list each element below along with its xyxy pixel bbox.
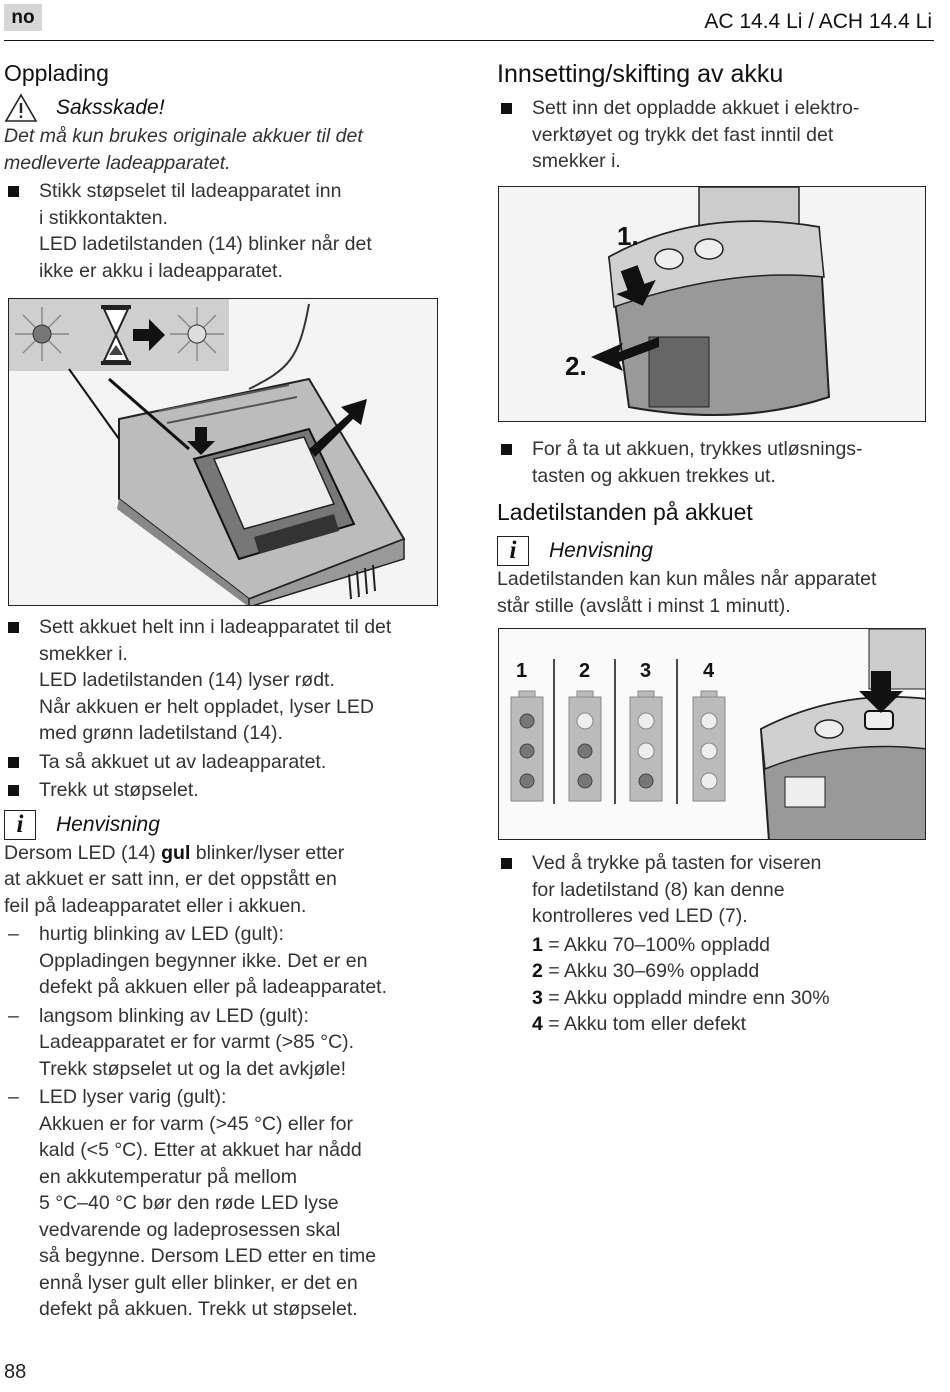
- warning-heading: Saksskade!: [4, 93, 444, 123]
- level-item: 4 = Akku tom eller defekt: [532, 1013, 747, 1035]
- warning-label: Saksskade!: [56, 96, 165, 119]
- level-item: 2 = Akku 30–69% oppladd: [532, 960, 760, 982]
- list-item: For å ta ut akkuen, trykkes utløsnings-t…: [497, 436, 937, 489]
- hourglass-icon: [101, 305, 131, 365]
- level-item: 1 = Akku 70–100% oppladd: [532, 933, 771, 956]
- page-number: 88: [4, 1361, 27, 1383]
- battery-state-section: For å ta ut akkuen, trykkes utløsnings-t…: [497, 436, 937, 619]
- language-badge: no: [4, 4, 42, 31]
- charging-steps: Sett akkuet helt inn i ladeapparatet til…: [4, 614, 444, 1323]
- warning-text: Det må kun brukes originale akkuer til d…: [4, 125, 363, 174]
- section-title-charging: Opplading: [4, 60, 109, 86]
- level-label-3: 3: [640, 660, 651, 682]
- level-label-2: 2: [579, 660, 590, 682]
- battery-insertion-illustration: 1. 2.: [498, 186, 926, 422]
- charger-illustration: [8, 298, 438, 606]
- charge-level-illustration: 1 2 3 4: [498, 628, 926, 840]
- note-label: Henvisning: [56, 812, 160, 836]
- led-lit-icon: [170, 307, 224, 361]
- note-text: Dersom LED (14) gul blinker/lyser etter …: [4, 841, 345, 917]
- step-1-label: 1.: [617, 221, 639, 251]
- note-label: Henvisning: [549, 539, 653, 562]
- header-rule: [4, 40, 934, 41]
- level-label-1: 1: [516, 660, 527, 682]
- list-item: Trekk ut støpselet.: [4, 777, 444, 804]
- section-title-state: Ladetilstanden på akkuet: [497, 499, 753, 525]
- note-heading: i Henvisning: [4, 809, 444, 840]
- note-text: Ladetilstanden kan kun måles når apparat…: [497, 568, 877, 617]
- step-2-label: 2.: [565, 351, 587, 381]
- section-title-insert: Innsetting/skifting av akku: [497, 60, 784, 88]
- model-name: AC 14.4 Li / ACH 14.4 Li: [704, 10, 932, 33]
- warning-triangle-icon: [4, 93, 38, 122]
- dash-item: hurtig blinking av LED (gult):Oppladinge…: [4, 921, 444, 1001]
- info-icon: i: [497, 536, 529, 566]
- level-item: 3 = Akku oppladd mindre enn 30%: [532, 986, 830, 1009]
- charging-section: Opplading Saksskade! Det må kun brukes o…: [4, 60, 444, 284]
- list-item: Sett akkuet helt inn i ladeapparatet til…: [4, 614, 444, 747]
- level-label-4: 4: [703, 660, 715, 682]
- dash-item: langsom blinking av LED (gult):Ladeappar…: [4, 1003, 444, 1083]
- note-heading: i Henvisning: [497, 536, 937, 566]
- info-icon: i: [4, 809, 36, 840]
- list-item: Ta så akkuet ut av ladeapparatet.: [4, 749, 444, 776]
- led-blinking-icon: [15, 307, 69, 361]
- dash-item: LED lyser varig (gult):Akkuen er for var…: [4, 1084, 444, 1323]
- battery-insert-section: Innsetting/skifting av akku Sett inn det…: [497, 60, 937, 175]
- list-item: Sett inn det oppladde akkuet i elektro-v…: [497, 95, 937, 175]
